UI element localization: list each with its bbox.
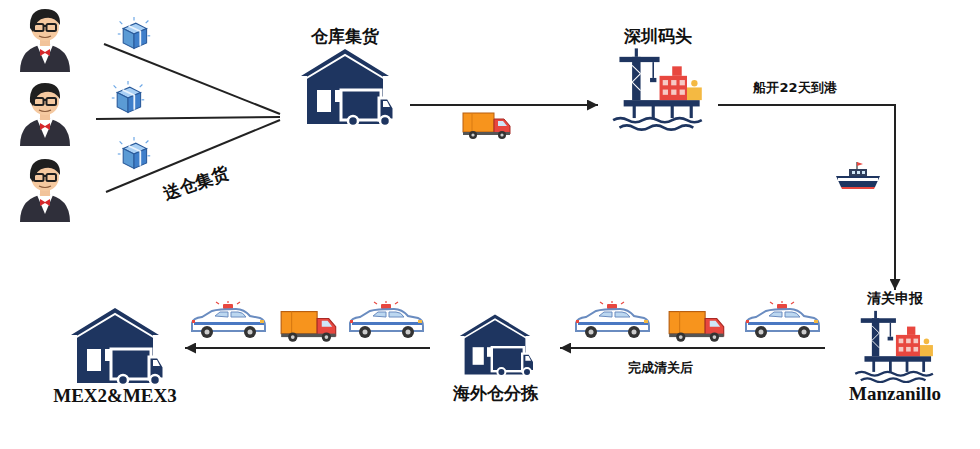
port-node: 清关申报 Manzanillo xyxy=(825,290,965,406)
warehouse-node: MEX2&MEX3 xyxy=(45,305,185,408)
node-label: 深圳码头 xyxy=(624,26,692,46)
flow-arrow xyxy=(560,347,825,349)
warehouse-icon xyxy=(65,305,165,385)
edge-label: 完成清关后 xyxy=(625,358,696,378)
customer-figure xyxy=(20,83,70,146)
node-label: 清关申报 xyxy=(867,290,923,309)
police-car-icon xyxy=(576,301,649,338)
port-icon xyxy=(611,46,706,131)
warehouse-symbol xyxy=(71,308,164,385)
customer-figure xyxy=(20,159,70,222)
warehouse-node: 仓库集货 xyxy=(280,26,410,126)
truck-icon xyxy=(463,113,510,139)
truck-icon xyxy=(669,312,724,342)
warehouse-icon xyxy=(455,305,535,383)
warehouse-symbol xyxy=(460,314,534,376)
warehouse-icon xyxy=(295,46,395,126)
sender-line xyxy=(104,44,280,114)
police-car-icon xyxy=(192,301,265,338)
free-label: 送仓集货 xyxy=(160,161,232,206)
edge-label: 船开22天到港 xyxy=(750,78,839,98)
warehouse-node: 海外仓分拣 xyxy=(430,305,560,403)
truck-icon xyxy=(281,312,336,342)
port-symbol xyxy=(855,311,933,382)
flow-arrow xyxy=(410,104,598,106)
parcel-icon xyxy=(118,17,150,49)
sender-line xyxy=(96,117,280,119)
node-label: 海外仓分拣 xyxy=(453,383,538,403)
sender-lines xyxy=(96,44,280,192)
node-label: 仓库集货 xyxy=(311,26,379,46)
port-symbol xyxy=(613,49,702,130)
parcel-icon xyxy=(118,137,150,169)
police-car-icon xyxy=(350,301,423,338)
parcel-icon xyxy=(112,81,144,113)
flow-arrow xyxy=(718,105,895,290)
police-car-icon xyxy=(746,301,819,338)
flow-arrow xyxy=(185,347,430,349)
customer-figure xyxy=(20,9,70,72)
port-icon xyxy=(850,309,940,383)
ship-icon xyxy=(836,162,880,189)
warehouse-symbol xyxy=(301,49,394,126)
port-node: 深圳码头 xyxy=(598,26,718,131)
node-label: MEX2&MEX3 xyxy=(53,385,176,408)
node-label: Manzanillo xyxy=(849,383,941,406)
